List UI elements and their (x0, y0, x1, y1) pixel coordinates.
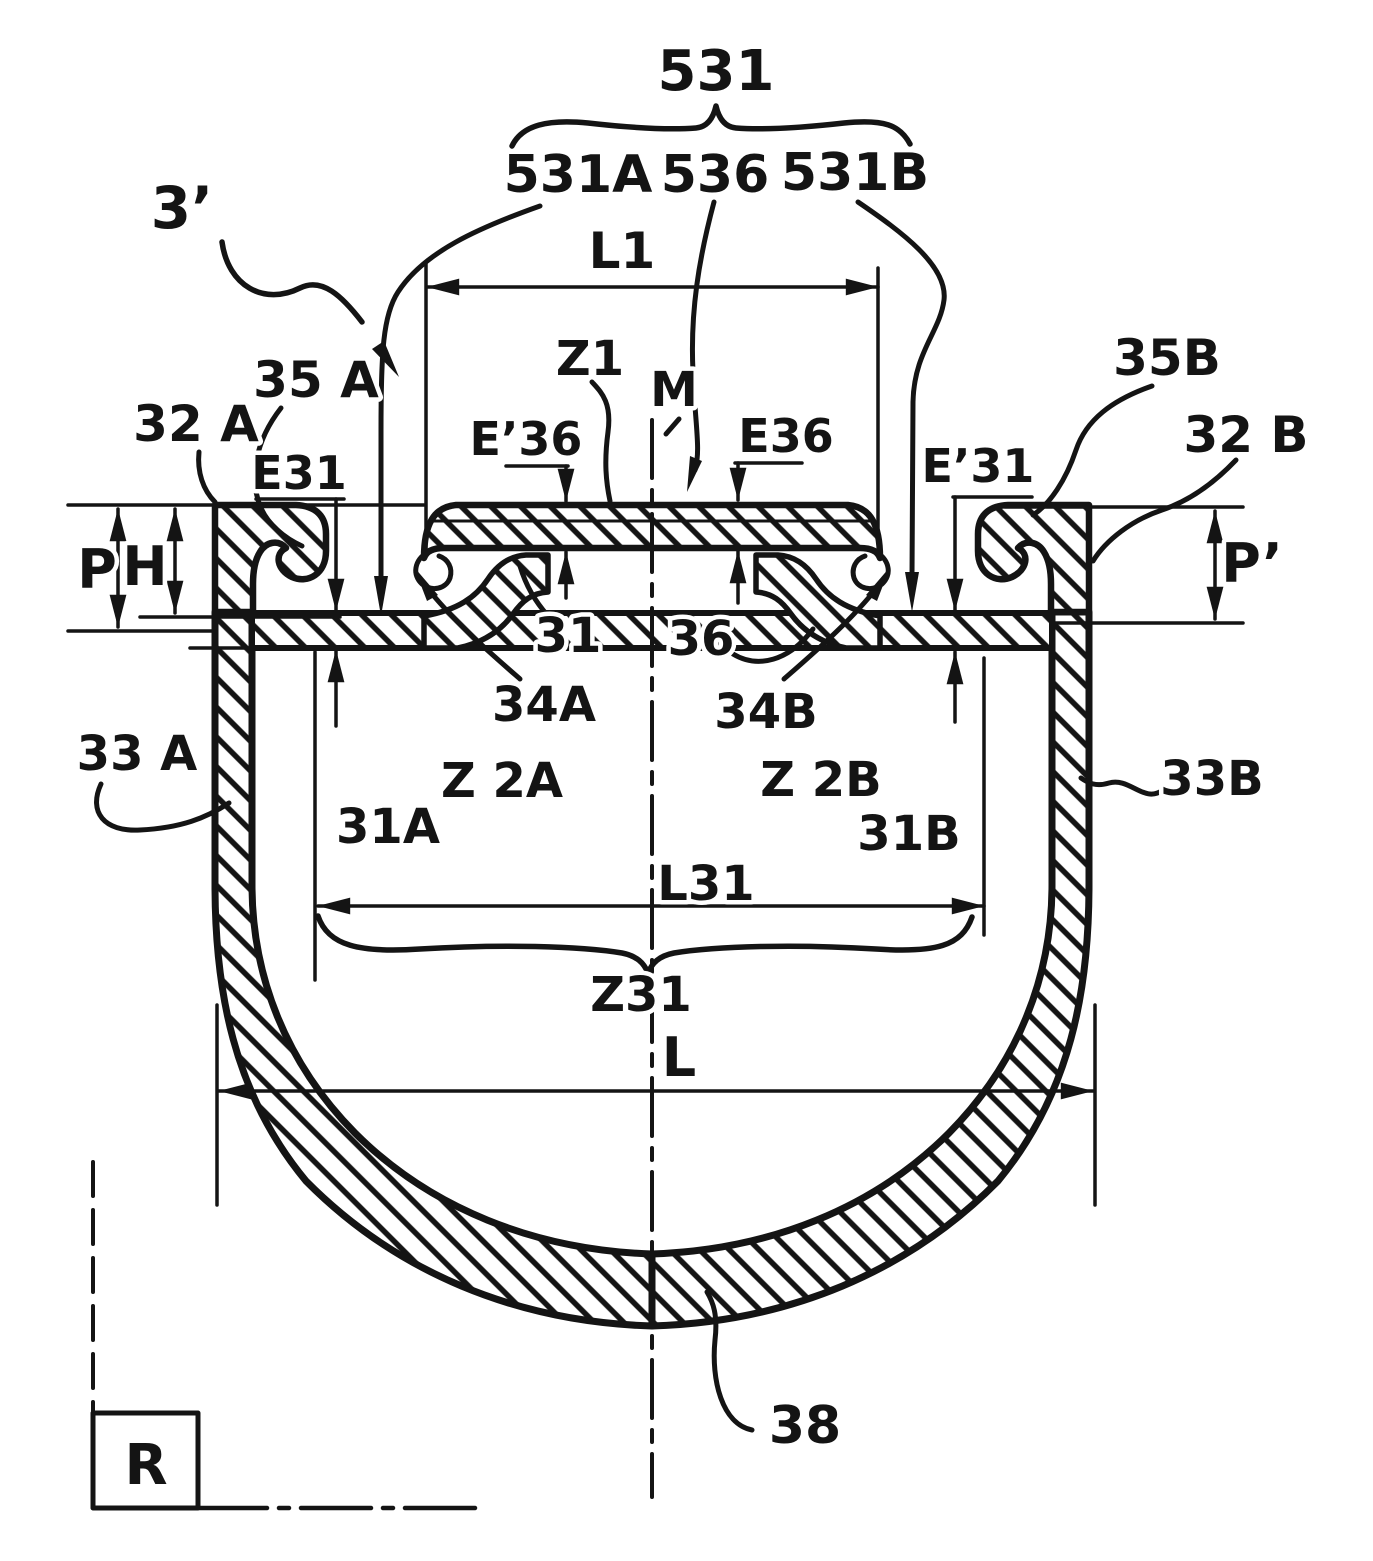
label-32a: 32 A (133, 395, 259, 453)
bridge-end-531a-curl (413, 549, 454, 592)
leader-31 (517, 563, 551, 619)
label-e36: E36 (738, 409, 833, 463)
leader-36 (730, 626, 816, 664)
label-32b: 32 B (1183, 406, 1308, 464)
label-r: R (124, 1433, 167, 1498)
label-p: P (77, 538, 117, 601)
brace-531 (509, 103, 913, 149)
left-flange-shape (211, 501, 330, 616)
leader-fig-ref-3-arrowhead (372, 341, 399, 377)
label-531b: 531B (781, 143, 929, 203)
leader-38 (704, 1289, 755, 1433)
label-35b: 35B (1113, 329, 1221, 387)
dimension-lines (109, 260, 1224, 1207)
right-fillet-34b-shape (753, 552, 883, 651)
label-33a: 33 A (77, 726, 198, 782)
leader-35b (1030, 383, 1155, 518)
label-38: 38 (769, 1396, 841, 1456)
leader-531b-arrowhead (905, 572, 919, 612)
leader-z1 (589, 379, 613, 504)
reference-lines (66, 503, 1245, 650)
labels: 531 531A 536 531B L1 3’ Z1 M E’36 E36 E3… (72, 35, 1313, 1503)
label-z1: Z1 (556, 331, 624, 387)
label-p-prime: P’ (1221, 532, 1283, 595)
label-536: 536 (661, 145, 770, 205)
label-e-prime-31: E’31 (922, 439, 1035, 493)
label-fig-ref: 3’ (151, 174, 213, 242)
label-531a: 531A (504, 145, 653, 205)
label-l1: L1 (589, 222, 656, 280)
label-31a: 31A (336, 799, 440, 855)
label-h: H (122, 535, 167, 598)
leader-33a (94, 781, 232, 833)
leader-536 (689, 199, 717, 473)
label-31: 31 (535, 608, 602, 664)
label-35a: 35 A (253, 351, 379, 409)
label-z31: Z31 (590, 967, 692, 1023)
brace-z31 (315, 913, 975, 976)
label-l: L (662, 1026, 696, 1089)
r-frame-box (90, 1410, 201, 1511)
leader-32a (196, 449, 218, 505)
leader-531a (378, 203, 543, 581)
label-z2b: Z 2B (760, 752, 882, 808)
leader-531b (855, 199, 947, 579)
right-flange-shape (974, 501, 1093, 616)
leader-35a (252, 405, 305, 549)
construction-lines (90, 416, 682, 1511)
label-31b: 31B (857, 806, 960, 862)
leader-32b (1090, 457, 1239, 564)
label-m: M (650, 362, 698, 418)
label-33b: 33B (1160, 751, 1263, 807)
label-34b: 34B (714, 684, 817, 740)
label-34a: 34A (492, 677, 596, 733)
label-e-prime-36: E’36 (470, 412, 583, 466)
leader-34b-arrowhead (866, 567, 890, 601)
leader-fig-ref-3 (219, 239, 365, 325)
leader-lines (94, 199, 1239, 1433)
leader-536-arrowhead (687, 456, 702, 492)
bridge-end-531b-curl (850, 549, 891, 592)
label-531: 531 (658, 39, 775, 104)
braces (315, 103, 975, 976)
label-36: 36 (668, 611, 735, 667)
leader-531a-arrowhead (374, 576, 388, 616)
label-l31: L31 (657, 856, 754, 912)
label-e31: E31 (251, 446, 346, 500)
label-z2a: Z 2A (441, 753, 563, 809)
axis-m-tick (663, 416, 682, 437)
leader-33b (1078, 775, 1166, 797)
leader-34a-arrowhead (414, 567, 438, 601)
left-fillet-34a-shape (421, 552, 551, 651)
